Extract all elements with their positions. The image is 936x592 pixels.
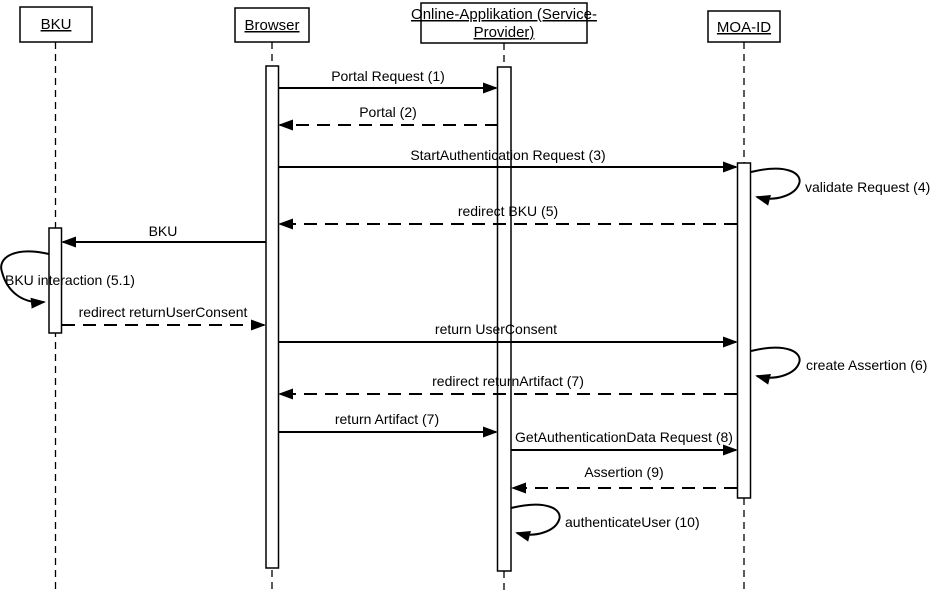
message-label-bku: BKU bbox=[149, 223, 178, 239]
self-loop-validate-request bbox=[750, 167, 801, 206]
activation-bar-moa-id bbox=[736, 162, 752, 499]
message-label-get-authentication-data: GetAuthenticationData Request (8) bbox=[515, 429, 733, 445]
actor-box-browser bbox=[234, 7, 310, 43]
message-label-return-artifact: return Artifact (7) bbox=[335, 411, 439, 427]
message-return-artifact: return Artifact (7) bbox=[278, 411, 498, 438]
self-loop-authenticate-user bbox=[510, 503, 561, 542]
actor-browser: Browser bbox=[234, 7, 310, 43]
message-bku-interaction: BKU interaction (5.1) bbox=[0, 250, 135, 309]
message-label-return-user-consent: return UserConsent bbox=[435, 321, 557, 337]
self-loop-create-assertion bbox=[750, 346, 801, 385]
message-create-assertion: create Assertion (6) bbox=[750, 346, 927, 385]
message-label-create-assertion: create Assertion (6) bbox=[806, 357, 927, 373]
message-portal-request: Portal Request (1) bbox=[278, 68, 498, 94]
message-label-redirect-return-artifact: redirect returnArtifact (7) bbox=[432, 373, 584, 389]
message-label-start-authentication: StartAuthentication Request (3) bbox=[410, 147, 605, 163]
activation-bar-bku bbox=[48, 227, 63, 334]
message-label-authenticate-user: authenticateUser (10) bbox=[565, 514, 700, 530]
actor-box-online-application bbox=[420, 2, 588, 44]
actor-box-bku bbox=[19, 6, 93, 43]
actor-label-online-application-line1: Online-Applikation (Service- bbox=[411, 6, 597, 23]
actor-bku: BKU bbox=[19, 6, 93, 43]
message-authenticate-user: authenticateUser (10) bbox=[510, 503, 700, 542]
message-redirect-return-user-consent: redirect returnUserConsent bbox=[62, 304, 266, 331]
actor-label-browser: Browser bbox=[244, 17, 299, 34]
message-label-assertion: Assertion (9) bbox=[584, 464, 663, 480]
actor-box-moa-id bbox=[707, 10, 781, 43]
message-bku: BKU bbox=[61, 223, 266, 248]
message-redirect-bku: redirect BKU (5) bbox=[278, 203, 737, 230]
message-return-user-consent: return UserConsent bbox=[278, 321, 738, 348]
message-label-redirect-return-user-consent: redirect returnUserConsent bbox=[79, 304, 248, 320]
message-get-authentication-data: GetAuthenticationData Request (8) bbox=[511, 429, 738, 456]
message-label-redirect-bku: redirect BKU (5) bbox=[458, 203, 558, 219]
activation-bar-online-application bbox=[496, 66, 512, 572]
message-label-portal: Portal (2) bbox=[359, 104, 417, 120]
actor-label-online-application-line2: Provider) bbox=[474, 24, 535, 41]
self-loop-bku-interaction bbox=[0, 250, 50, 309]
actor-label-bku: BKU bbox=[41, 16, 72, 33]
message-assertion: Assertion (9) bbox=[511, 464, 737, 494]
message-label-validate-request: validate Request (4) bbox=[805, 179, 930, 195]
message-start-authentication: StartAuthentication Request (3) bbox=[278, 147, 738, 173]
actor-label-moa-id: MOA-ID bbox=[717, 19, 771, 36]
message-label-portal-request: Portal Request (1) bbox=[331, 68, 445, 84]
actor-online-application: Online-Applikation (Service- Provider) bbox=[411, 2, 597, 44]
actor-moa-id: MOA-ID bbox=[707, 10, 781, 43]
message-label-bku-interaction: BKU interaction (5.1) bbox=[5, 272, 135, 288]
message-validate-request: validate Request (4) bbox=[750, 167, 930, 206]
message-redirect-return-artifact: redirect returnArtifact (7) bbox=[278, 373, 737, 400]
activation-bar-browser bbox=[265, 65, 280, 569]
message-portal: Portal (2) bbox=[278, 104, 498, 131]
